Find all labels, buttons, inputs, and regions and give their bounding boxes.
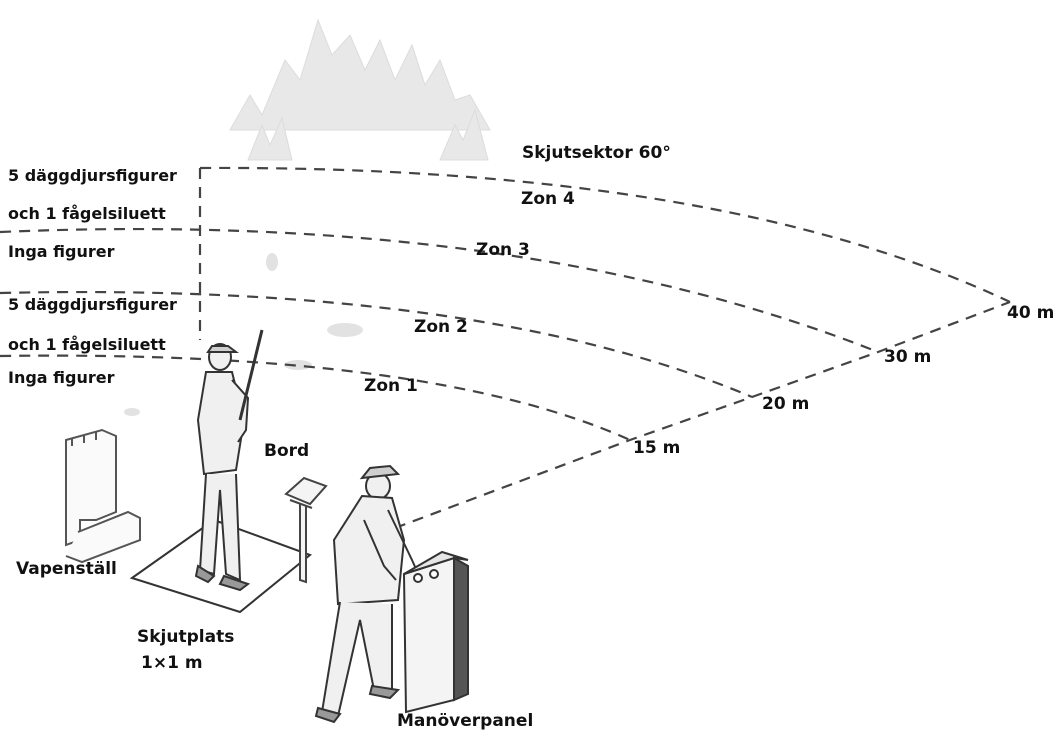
shooting-platform — [129, 518, 312, 614]
distance-40m: 40 m — [1007, 303, 1055, 323]
distance-20m: 20 m — [762, 394, 810, 414]
platform-label-line2: 1×1 m — [141, 653, 203, 673]
zone4-targets-line1: 5 däggdjursfigurer — [8, 166, 177, 185]
arc-30m — [0, 227, 879, 354]
zone2-targets-line2: och 1 fågelsiluett — [8, 335, 166, 354]
zone-3-label: Zon 3 — [476, 240, 530, 260]
background-trees — [229, 18, 491, 161]
table-label: Bord — [264, 441, 310, 461]
zone-4-label: Zon 4 — [521, 189, 575, 209]
arc-20m — [0, 290, 753, 399]
shooter-figure — [194, 329, 264, 592]
sector-label: Skjutsektor 60° — [522, 143, 671, 163]
zone3-targets: Inga figurer — [8, 242, 115, 261]
gun-rack-label: Vapenställ — [16, 559, 117, 579]
background-animals — [124, 253, 363, 416]
operator-figure — [314, 464, 421, 724]
arc-40m — [199, 166, 1011, 303]
zone-2-label: Zon 2 — [414, 317, 468, 337]
sector-right-edge — [394, 300, 1011, 530]
distance-15m: 15 m — [633, 438, 681, 458]
gun-rack — [65, 428, 141, 564]
table — [284, 476, 328, 584]
zone-1-label: Zon 1 — [364, 376, 418, 396]
zone2-targets-line1: 5 däggdjursfigurer — [8, 295, 177, 314]
control-panel-label: Manöverpanel — [397, 711, 534, 731]
zone-boundaries — [0, 166, 1011, 530]
zone4-targets-line2: och 1 fågelsiluett — [8, 204, 166, 223]
zone1-targets: Inga figurer — [8, 368, 115, 387]
distance-30m: 30 m — [884, 347, 932, 367]
control-panel — [402, 550, 469, 714]
platform-label-line1: Skjutplats — [137, 627, 235, 647]
arc-15m — [0, 354, 631, 442]
